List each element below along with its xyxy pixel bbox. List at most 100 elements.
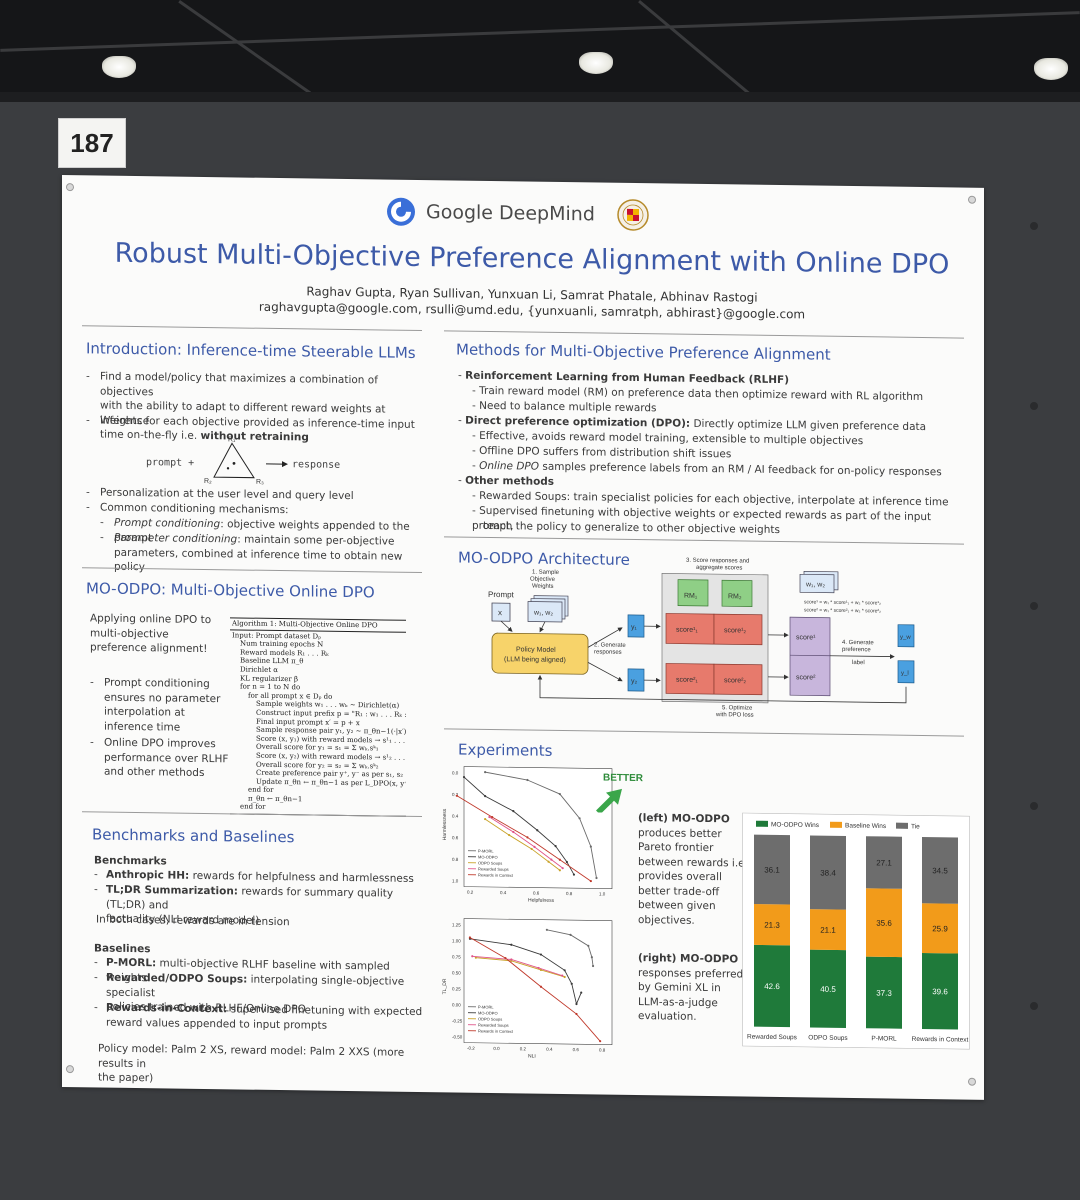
data-point (569, 933, 572, 936)
caption-text: produces better (638, 826, 722, 840)
methods-text: Directly optimize LLM given preference d… (690, 417, 927, 434)
board-hole (1030, 402, 1038, 410)
arch-policy-box (491, 632, 589, 675)
moodpo-title: MO-ODPO: Multi-Objective Online DPO (86, 579, 375, 602)
arch-yl-box (897, 660, 915, 684)
data-point (468, 936, 472, 939)
legend-label: Rewards in Context (478, 1028, 514, 1033)
board-hole (1030, 222, 1038, 230)
arch-y2-label: y₂ (631, 678, 637, 685)
sub-item-italic: Prompt conditioning (114, 516, 221, 531)
data-point (561, 867, 564, 870)
data-point (512, 830, 515, 834)
push-pin (66, 1065, 74, 1074)
category-label: Rewarded Soups (747, 1034, 798, 1042)
bar-segment (810, 949, 846, 1028)
y-axis-label: Harmlessness (442, 808, 448, 840)
sub-item-text: : maintain some per-objective (237, 533, 395, 548)
better-label: BETTER (603, 772, 643, 785)
ceiling-lamp (1034, 58, 1068, 80)
arch-agg-text: score¹ (796, 634, 816, 641)
list-item: - (90, 676, 94, 689)
data-point (590, 956, 593, 959)
bar-value-label: 36.1 (764, 865, 780, 874)
caption-line: (left) MO-ODPO (638, 811, 748, 827)
bar-value-label: 25.9 (932, 924, 948, 933)
caption-text: objectives. (638, 913, 695, 927)
caption-text: responses preferred (638, 966, 744, 981)
org-name: Google DeepMind (426, 201, 595, 226)
data-point (595, 876, 598, 880)
category-label: ODPO Soups (808, 1034, 848, 1042)
arch-weights-top-label: w₁, w₂ (805, 581, 825, 588)
google-deepmind-logo-icon (387, 197, 415, 226)
arch-score-text: score¹₁ (676, 627, 698, 634)
arch-arrow (539, 621, 546, 633)
data-point (484, 795, 487, 798)
legend-swatch (830, 821, 842, 828)
weight-point (232, 462, 236, 465)
data-point (508, 833, 511, 837)
intro-title: Introduction: Inference-time Steerable L… (86, 339, 416, 362)
data-point (491, 815, 494, 819)
caption-text: provides overall (638, 870, 722, 884)
series-line (475, 957, 565, 978)
y-tick-label: 0.6 (452, 835, 459, 840)
caption-line: between rewards i.e. (638, 855, 748, 871)
list-item: - (94, 971, 98, 984)
caption-line: better trade-off (638, 884, 748, 900)
data-point (545, 928, 548, 931)
ceiling-truss (0, 11, 1080, 52)
data-point (504, 956, 507, 960)
caption-text: LLM-as-a-judge (638, 995, 718, 1009)
x-tick-label: 0.6 (533, 891, 540, 896)
benchmarks-title: Benchmarks and Baselines (92, 825, 295, 847)
data-point (550, 858, 553, 861)
data-point (526, 778, 529, 782)
arch-score-cell (713, 613, 763, 646)
bench-name: TL;DR Summarization: (106, 883, 238, 898)
methods-title: Methods for Multi-Objective Preference A… (456, 340, 831, 364)
data-point (572, 873, 576, 876)
list-item: - (86, 501, 90, 514)
moodpo-bullet-line: and other methods (104, 765, 205, 779)
y-tick-label: 0.50 (452, 970, 461, 975)
caption-bold: (left) MO-ODPO (638, 812, 730, 826)
legend-label: Tie (911, 823, 920, 830)
arch-formula: score¹ = w₁ * score¹₁ + w₂ * score¹₂ (804, 599, 881, 606)
r2-label: R₂ (204, 478, 212, 485)
methods-heading: Other methods (465, 474, 555, 488)
plot-area (463, 766, 613, 889)
arch-score-text: score²₂ (724, 677, 746, 684)
moodpo-bullet-line: inference time (104, 720, 181, 734)
intro-line: Find a model/policy that maximizes a com… (100, 370, 378, 398)
caption-line: LLM-as-a-judge (638, 995, 748, 1011)
arch-yl-label: y_l (901, 671, 909, 677)
diagram-response-label: response (292, 459, 340, 471)
data-point (539, 968, 543, 972)
moodpo-intro-line: preference alignment! (90, 641, 208, 656)
bar-value-label: 40.5 (820, 985, 836, 994)
data-point (533, 845, 536, 849)
bar-value-label: 38.4 (820, 868, 836, 877)
baseline-desc: supervised finetuning with expected (227, 1003, 423, 1019)
data-point (537, 966, 540, 970)
data-point (484, 771, 487, 774)
r3-label: R₃ (256, 479, 264, 486)
bench-name: Anthropic HH: (106, 868, 190, 882)
arch-generate-label: responses (594, 649, 622, 655)
arch-arrow (830, 654, 895, 659)
x-tick-label: 0.2 (467, 890, 474, 895)
caption-line: provides overall (638, 869, 748, 885)
bar-segment (922, 903, 958, 954)
diagram-arrowhead (282, 461, 288, 468)
sub-item-italic: Parameter conditioning (114, 531, 238, 546)
ceiling (0, 0, 1080, 92)
arch-rm2-label: RM₂ (728, 593, 742, 600)
data-point (575, 1002, 578, 1006)
data-point (462, 775, 466, 779)
booth-number: 187 (70, 127, 114, 158)
y-tick-label: 1.0 (452, 878, 459, 883)
booth-number-card: 187 (58, 118, 126, 168)
